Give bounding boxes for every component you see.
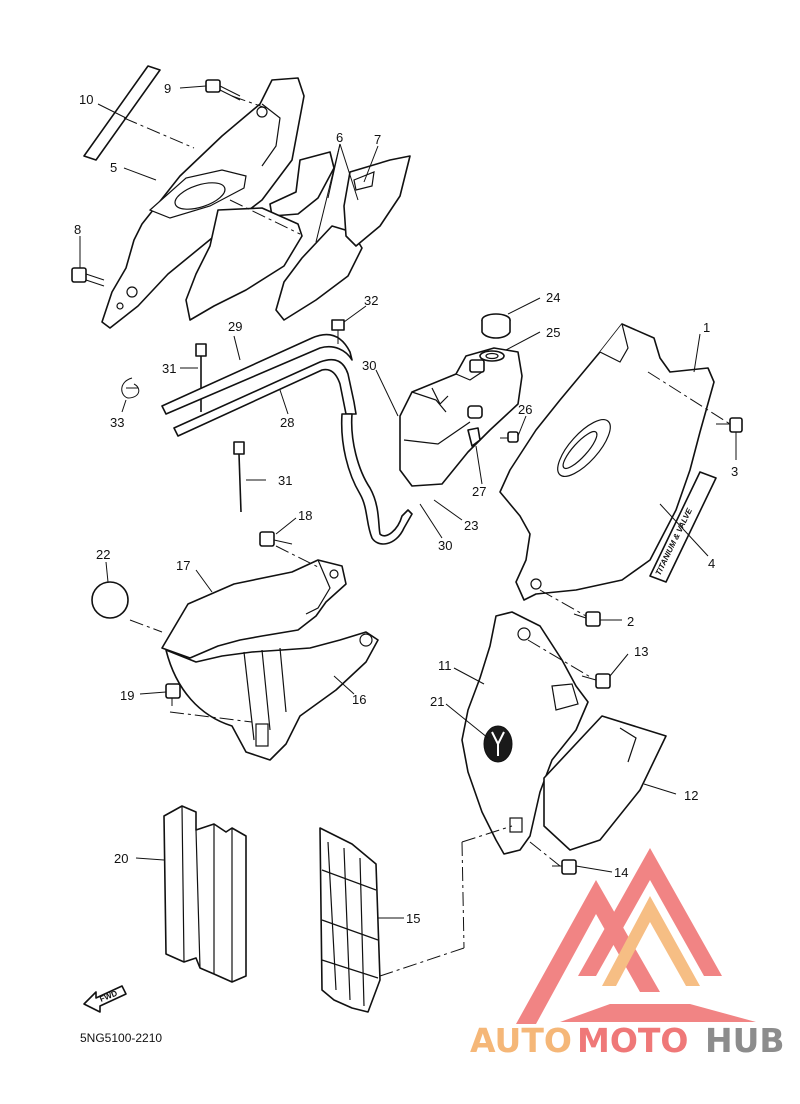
callout-30-lower: 30 bbox=[438, 538, 452, 553]
callout-2: 2 bbox=[627, 614, 634, 629]
part-6-filter-a bbox=[185, 151, 335, 321]
callout-14: 14 bbox=[614, 865, 628, 880]
callout-16: 16 bbox=[352, 692, 366, 707]
callout-3: 3 bbox=[731, 464, 738, 479]
part-27-clip bbox=[467, 427, 481, 447]
part-30-overflow-hose bbox=[340, 413, 413, 545]
part-23-reservoir-tank bbox=[399, 347, 523, 487]
part-8-bolt bbox=[71, 267, 105, 287]
callout-27: 27 bbox=[472, 484, 486, 499]
part-7-filter bbox=[343, 155, 411, 247]
logo-triangle-left bbox=[516, 880, 660, 1024]
assembly-lines bbox=[123, 95, 731, 977]
part-12-graphic bbox=[543, 715, 667, 851]
callout-31-lower: 31 bbox=[278, 473, 292, 488]
callout-17: 17 bbox=[176, 558, 190, 573]
part-3-bolt bbox=[716, 417, 743, 433]
part-29-hose bbox=[161, 333, 353, 415]
part-2-bolt bbox=[573, 611, 601, 627]
callout-19: 19 bbox=[120, 688, 134, 703]
callout-28: 28 bbox=[280, 415, 294, 430]
callout-20: 20 bbox=[114, 851, 128, 866]
part-26-bolt bbox=[500, 431, 519, 443]
part-11-side-shroud bbox=[461, 611, 589, 855]
callout-4: 4 bbox=[708, 556, 715, 571]
part-22-plug bbox=[91, 581, 129, 619]
callout-25: 25 bbox=[546, 325, 560, 340]
part-1-side-panel bbox=[499, 323, 715, 601]
diagram-code: 5NG5100-2210 bbox=[80, 1031, 162, 1045]
callout-30-upper: 30 bbox=[362, 358, 376, 373]
part-5-side-cover bbox=[101, 77, 305, 329]
watermark-text: AUTO MOTO HUB bbox=[470, 1021, 785, 1060]
callout-21: 21 bbox=[430, 694, 444, 709]
callout-18: 18 bbox=[298, 508, 312, 523]
callout-7: 7 bbox=[374, 132, 381, 147]
watermark-auto: AUTO bbox=[470, 1021, 572, 1060]
part-19-bolt bbox=[165, 683, 181, 706]
part-17-shroud bbox=[161, 559, 347, 659]
callout-11: 11 bbox=[438, 658, 452, 673]
part-21-emblem bbox=[483, 725, 513, 763]
callout-26: 26 bbox=[518, 402, 532, 417]
part-13-bolt bbox=[581, 673, 611, 689]
part-31-tie-upper bbox=[195, 343, 207, 412]
callout-1: 1 bbox=[703, 320, 710, 335]
part-31-tie-lower bbox=[233, 441, 245, 513]
callout-labels: 1 2 3 4 5 6 7 8 9 10 11 12 13 14 15 16 1… bbox=[74, 81, 738, 926]
callout-24: 24 bbox=[546, 290, 560, 305]
part-20-louver bbox=[163, 805, 247, 983]
watermark-hub: HUB bbox=[705, 1021, 785, 1060]
callout-5: 5 bbox=[110, 160, 117, 175]
callout-13: 13 bbox=[634, 644, 648, 659]
callout-10: 10 bbox=[79, 92, 93, 107]
callout-8: 8 bbox=[74, 222, 81, 237]
callout-29: 29 bbox=[228, 319, 242, 334]
part-18-bolt bbox=[259, 531, 293, 547]
leader-lines bbox=[79, 85, 737, 919]
automotohub-logo bbox=[516, 848, 756, 1024]
callout-31-upper: 31 bbox=[162, 361, 176, 376]
watermark-moto: MOTO bbox=[577, 1021, 688, 1060]
part-10-strip bbox=[83, 65, 161, 161]
part-14-bolt bbox=[552, 859, 577, 875]
callout-6: 6 bbox=[336, 130, 343, 145]
callout-32: 32 bbox=[364, 293, 378, 308]
callout-9: 9 bbox=[164, 81, 171, 96]
part-33-clip bbox=[121, 377, 140, 399]
fwd-arrow-icon: FWD bbox=[83, 985, 127, 1013]
part-15-louver bbox=[319, 827, 381, 1013]
logo-base bbox=[560, 1004, 756, 1022]
part-25-gasket bbox=[479, 350, 505, 362]
callout-23: 23 bbox=[464, 518, 478, 533]
callout-33: 33 bbox=[110, 415, 124, 430]
part-24-cap bbox=[481, 313, 511, 339]
part-32-clamp bbox=[331, 319, 345, 344]
callout-22: 22 bbox=[96, 547, 110, 562]
callout-12: 12 bbox=[684, 788, 698, 803]
callout-15: 15 bbox=[406, 911, 420, 926]
logo-triangle-inner bbox=[602, 896, 700, 986]
